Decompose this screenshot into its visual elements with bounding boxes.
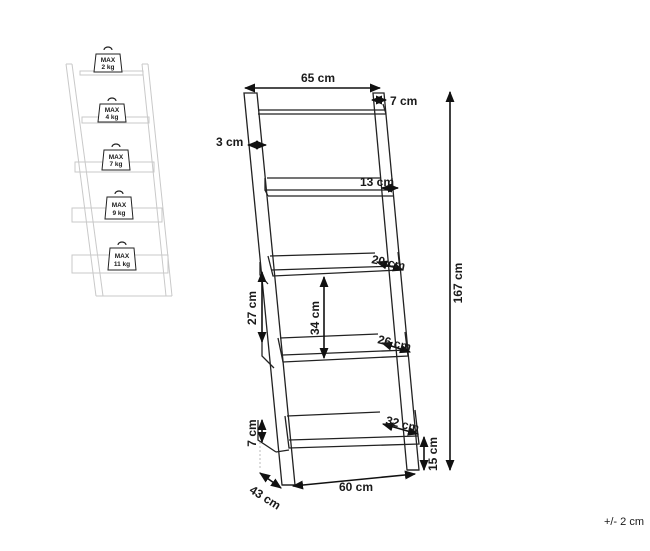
weight-3-load: 7 kg <box>109 161 122 168</box>
label-total-width: 65 cm <box>301 71 335 85</box>
arrow-shelf5-depth <box>381 422 420 436</box>
label-frame-thickness: 3 cm <box>216 135 243 149</box>
arrow-shelf3-depth <box>375 260 405 272</box>
label-bottom-clearance: 15 cm <box>426 437 440 471</box>
weight-1-load: 2 kg <box>101 64 114 71</box>
dimension-arrows <box>243 83 455 490</box>
tolerance-note: +/- 2 cm <box>604 516 644 528</box>
weight-icon-5: MAX 11 kg <box>107 241 137 271</box>
arrow-base-width <box>291 470 417 490</box>
label-base-width: 60 cm <box>339 480 373 494</box>
label-base-depth: 43 cm <box>247 483 283 513</box>
weight-4-max: MAX <box>112 202 127 209</box>
label-bottom-rim: 7 cm <box>245 419 259 446</box>
label-top-depth: 7 cm <box>390 94 417 108</box>
right-rail <box>372 92 420 471</box>
shelf-1 <box>258 103 387 115</box>
label-side-gap: 27 cm <box>245 291 259 325</box>
weight-2-load: 4 kg <box>105 114 118 121</box>
arrow-shelf4-depth <box>380 341 412 354</box>
label-shelf-spacing: 34 cm <box>308 301 322 335</box>
weight-icon-4: MAX 9 kg <box>104 190 134 220</box>
weight-icon-3: MAX 7 kg <box>101 143 131 171</box>
weight-3-max: MAX <box>109 154 124 161</box>
ladder-shelf-drawing <box>243 92 420 486</box>
label-shelf3-depth: 20 cm <box>370 252 406 273</box>
label-height: 167 cm <box>451 263 465 304</box>
label-shelf2-depth: 13 cm <box>360 175 394 189</box>
thumbnail-ladder-frame <box>65 63 173 297</box>
weight-2-max: MAX <box>105 107 120 114</box>
weight-icon-1: MAX 2 kg <box>93 46 123 73</box>
weight-1-max: MAX <box>101 57 116 64</box>
dimension-labels: 65 cm 7 cm 3 cm 13 cm 20 cm 26 cm 32 cm … <box>216 71 644 528</box>
weight-icon-2: MAX 4 kg <box>97 97 127 123</box>
load-capacity-thumbnail: MAX 2 kg MAX 4 kg MAX 7 kg MAX 9 kg MAX … <box>65 46 173 297</box>
weight-5-load: 11 kg <box>114 261 130 268</box>
arrow-base-depth <box>259 472 282 489</box>
weight-5-max: MAX <box>115 253 130 260</box>
weight-4-load: 9 kg <box>112 210 125 217</box>
